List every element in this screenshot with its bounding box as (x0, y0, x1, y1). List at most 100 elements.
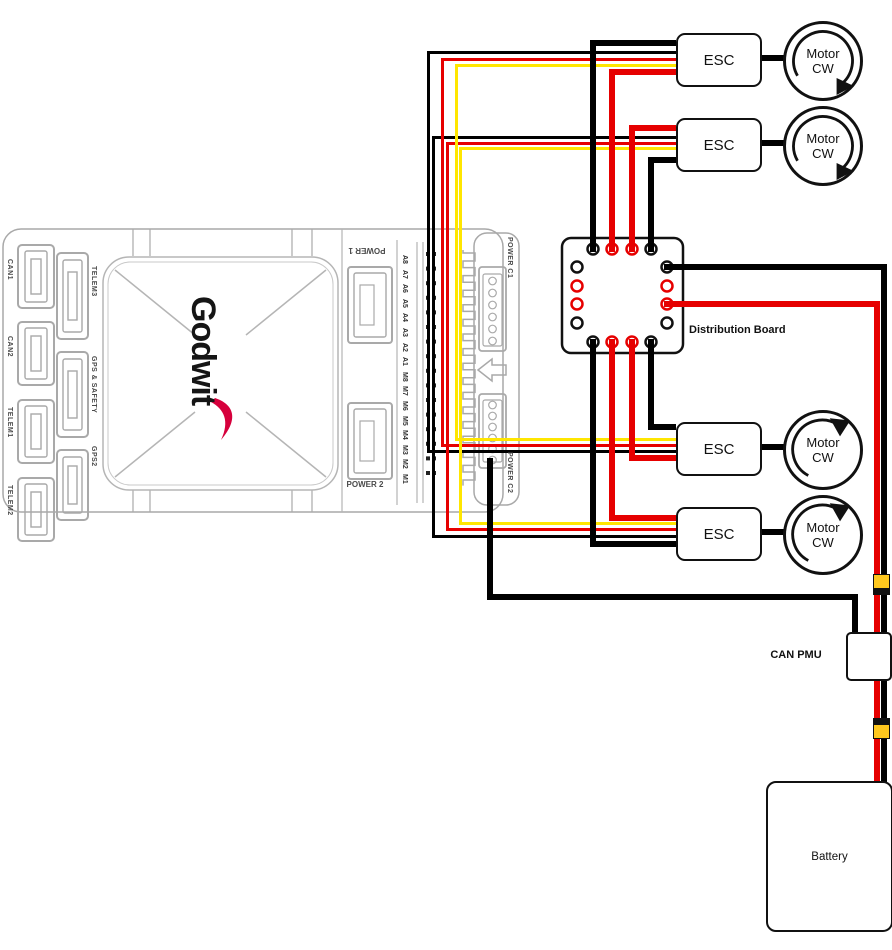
wire-segment (455, 64, 676, 67)
wire-segment (874, 301, 880, 783)
power-c1-label: POWER C1 (506, 237, 513, 279)
distribution-board (560, 236, 685, 355)
pin-label: M4 (401, 430, 408, 440)
wire-segment (446, 528, 676, 531)
pin-label: A5 (401, 299, 408, 308)
port-label-can2: CAN2 (6, 336, 13, 358)
battery-label: Battery (811, 850, 848, 863)
wire-segment (590, 40, 676, 46)
wire-segment (432, 136, 676, 139)
wire-segment (609, 339, 615, 521)
wire-segment (455, 438, 676, 441)
power2-label: POWER 2 (346, 480, 384, 489)
wire-segment (664, 301, 880, 307)
motor-direction: CW (812, 535, 834, 550)
pin-label: A6 (401, 284, 408, 293)
motor-label: Motor (806, 520, 840, 535)
mid-port-connectors (56, 252, 89, 521)
power-bullet-connector (873, 724, 890, 739)
clockwise-arrow-icon (792, 30, 854, 95)
wire-segment (648, 157, 654, 252)
port-label-telem2: TELEM2 (6, 485, 13, 516)
wire-segment (590, 541, 676, 547)
esc-2: ESC (676, 118, 762, 172)
wire-segment (758, 444, 785, 450)
wire-segment (758, 529, 785, 535)
wire-segment (432, 136, 435, 538)
port-label-gps-safety: GPS & SAFETY (90, 356, 97, 414)
wire-segment (441, 444, 676, 447)
side-port-connectors (17, 244, 55, 542)
distribution-board-label: Distribution Board (689, 324, 786, 336)
port-label-can1: CAN1 (6, 259, 13, 281)
pin-label: M2 (401, 459, 408, 469)
pin-label: A1 (401, 357, 408, 366)
wire-segment (446, 142, 676, 145)
can-pmu-box (846, 632, 892, 681)
esc-label: ESC (703, 440, 735, 458)
wire-segment (629, 125, 635, 252)
pin-label: A2 (401, 343, 408, 352)
wire-segment (881, 264, 887, 783)
clockwise-arrow-icon (792, 115, 854, 180)
port-label-telem1: TELEM1 (6, 407, 13, 438)
motor-label: Motor (806, 435, 840, 450)
esc-label: ESC (703, 136, 735, 154)
pin-label: M5 (401, 416, 408, 426)
wire-segment (648, 157, 676, 163)
wire-segment (648, 339, 654, 430)
wire-segment (590, 339, 596, 547)
pin-label: A3 (401, 328, 408, 337)
clockwise-arrow-icon (791, 418, 851, 477)
pin-label: A8 (401, 255, 408, 264)
fc-module (102, 256, 339, 491)
esc-label: ESC (703, 525, 735, 543)
wire-segment (629, 339, 635, 461)
wire-segment (459, 522, 676, 525)
motor-direction: CW (812, 146, 834, 161)
power1-label: POWER 1 (348, 246, 386, 255)
pin-label: M1 (401, 474, 408, 484)
logo-swoosh (211, 398, 233, 440)
pin-label: M7 (401, 386, 408, 396)
wire-segment (446, 142, 449, 531)
port-label-gps2: GPS2 (90, 446, 97, 467)
esc-3: ESC (676, 422, 762, 476)
power-bullet-connector-cap (873, 588, 890, 595)
wire-segment (432, 535, 676, 538)
wire-segment (852, 594, 858, 638)
pin-label: M3 (401, 445, 408, 455)
power-connectors (347, 266, 393, 480)
wire-segment (427, 51, 676, 54)
motor-direction: CW (812, 450, 834, 465)
port-label-telem3: TELEM3 (90, 266, 97, 297)
wire-segment (758, 140, 785, 146)
wire-segment (648, 424, 676, 430)
battery-box: Battery (766, 781, 892, 932)
wire-segment (609, 69, 615, 252)
orientation-arrow-icon (476, 357, 507, 383)
motor-direction: CW (812, 61, 834, 76)
pin-label: M8 (401, 372, 408, 382)
wire-segment (629, 125, 676, 131)
wire-segment (590, 40, 596, 252)
pin-label: A7 (401, 270, 408, 279)
esc-label: ESC (703, 51, 735, 69)
wire-segment (758, 55, 785, 61)
wire-segment (427, 450, 676, 453)
wire-segment (459, 147, 676, 150)
wire-segment (487, 594, 858, 600)
wire-segment (427, 51, 430, 453)
motor-label: Motor (806, 131, 840, 146)
wire-segment (609, 515, 676, 521)
board-outline (2, 228, 520, 513)
esc-4: ESC (676, 507, 762, 561)
wire-segment (487, 458, 493, 600)
wire-segment (664, 264, 885, 270)
wire-segment (629, 455, 676, 461)
motor-label: Motor (806, 46, 840, 61)
